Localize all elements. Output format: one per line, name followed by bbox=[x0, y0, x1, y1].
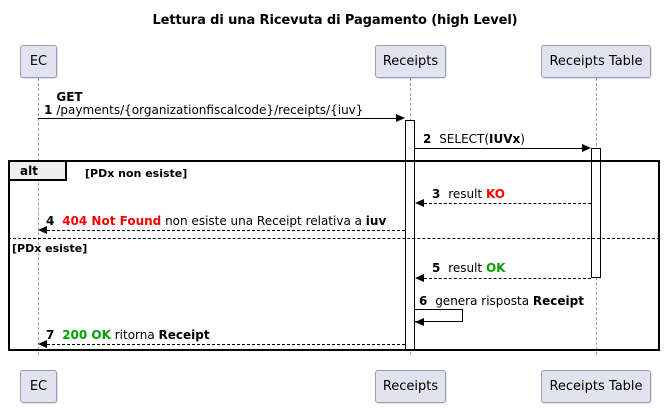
message-3-status: KO bbox=[485, 187, 505, 201]
participant-ec-top-label: EC bbox=[29, 54, 48, 69]
message-4-number: 4 bbox=[46, 214, 55, 228]
message-6-arrowhead bbox=[415, 318, 424, 326]
message-3-arrowhead bbox=[415, 199, 424, 207]
message-7-line bbox=[47, 344, 405, 345]
participant-ec-bottom-label: EC bbox=[29, 379, 48, 394]
participant-receipts-bottom[interactable]: Receipts bbox=[375, 370, 446, 403]
participant-receipts-table-bottom-label: Receipts Table bbox=[549, 379, 643, 394]
message-1-arrowhead bbox=[396, 114, 405, 122]
message-7-arrowhead bbox=[38, 340, 47, 348]
message-4-label: 4 404 Not Found non esiste una Receipt r… bbox=[46, 215, 386, 228]
participant-receipts-bottom-label: Receipts bbox=[382, 379, 439, 394]
participant-receipts-table-top[interactable]: Receipts Table bbox=[541, 45, 651, 78]
alt-else-divider bbox=[8, 238, 660, 239]
message-4-status: 404 Not Found bbox=[62, 214, 162, 228]
message-3-number: 3 bbox=[432, 187, 441, 201]
message-5-status: OK bbox=[485, 261, 506, 275]
alt-operator-label: alt bbox=[20, 163, 38, 178]
message-7-label: 7 200 OK ritorna Receipt bbox=[46, 329, 210, 342]
message-1-line bbox=[38, 118, 396, 119]
alt-guard-2: [PDx esiste] bbox=[12, 242, 88, 255]
message-1-line1: GET bbox=[56, 90, 83, 104]
message-7-status: 200 OK bbox=[62, 328, 111, 342]
message-5-text-a: result bbox=[448, 261, 486, 275]
message-1-label: 1 GET /payments/{organizationfiscalcode}… bbox=[44, 91, 363, 117]
message-1-line2: /payments/{organizationfiscalcode}/recei… bbox=[56, 103, 364, 117]
message-3-text-a: result bbox=[448, 187, 486, 201]
message-6-text-a: genera risposta bbox=[435, 294, 533, 308]
message-6-text-b: Receipt bbox=[532, 294, 584, 308]
participant-receipts-top-label: Receipts bbox=[382, 54, 439, 69]
lifeline-ec bbox=[38, 78, 39, 355]
alt-fragment-operator-tab: alt bbox=[10, 162, 67, 181]
message-1-number: 1 bbox=[44, 103, 53, 117]
participant-receipts-table-top-label: Receipts Table bbox=[549, 54, 643, 69]
message-4-text-b: iuv bbox=[365, 214, 387, 228]
message-2-label: 2 SELECT(IUVx) bbox=[423, 133, 525, 146]
message-2-text-c: ) bbox=[520, 132, 525, 146]
alt-guard-1: [PDx non esiste] bbox=[85, 167, 188, 180]
diagram-title: Lettura di una Ricevuta di Pagamento (hi… bbox=[152, 13, 518, 28]
message-2-line bbox=[415, 148, 582, 149]
message-5-arrowhead bbox=[415, 274, 424, 282]
activation-receipts-table bbox=[591, 148, 601, 278]
message-4-text-a: non esiste una Receipt relativa a bbox=[161, 214, 366, 228]
message-3-label: 3 result KO bbox=[432, 188, 505, 201]
participant-ec-top[interactable]: EC bbox=[20, 45, 57, 78]
message-6-label: 6 genera risposta Receipt bbox=[419, 295, 584, 308]
participant-receipts-table-bottom[interactable]: Receipts Table bbox=[541, 370, 651, 403]
message-6-self-loop bbox=[415, 309, 463, 322]
alt-fragment bbox=[8, 160, 660, 351]
message-5-line bbox=[424, 278, 591, 279]
participant-ec-bottom[interactable]: EC bbox=[20, 370, 57, 403]
message-2-text-b: IUVx bbox=[489, 132, 521, 146]
message-6-number: 6 bbox=[419, 294, 428, 308]
message-3-line bbox=[424, 203, 591, 204]
message-2-number: 2 bbox=[423, 132, 432, 146]
message-7-number: 7 bbox=[46, 328, 55, 342]
message-4-arrowhead bbox=[38, 226, 47, 234]
participant-receipts-top[interactable]: Receipts bbox=[375, 45, 446, 78]
message-2-text-a: SELECT( bbox=[439, 132, 490, 146]
message-7-text-b: Receipt bbox=[158, 328, 210, 342]
message-5-label: 5 result OK bbox=[432, 262, 505, 275]
message-7-text-a: ritorna bbox=[110, 328, 159, 342]
message-4-line bbox=[47, 230, 405, 231]
message-5-number: 5 bbox=[432, 261, 441, 275]
message-2-arrowhead bbox=[582, 144, 591, 152]
